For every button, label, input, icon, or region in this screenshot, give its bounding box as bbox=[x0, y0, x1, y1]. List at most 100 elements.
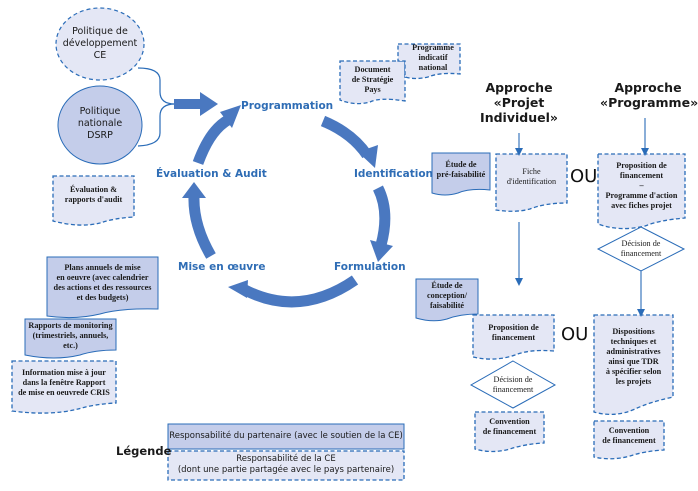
programme-approach-title: Approche «Programme» bbox=[600, 80, 698, 110]
project-agreement-line-1: Convention bbox=[489, 417, 530, 426]
arc-formulation-mise bbox=[242, 275, 359, 308]
arc-mise-evaluation bbox=[188, 195, 216, 259]
programme-proposal-shape bbox=[597, 153, 686, 230]
project-agreement-line-2: de financement bbox=[482, 427, 537, 436]
monitoring-reports-label: Rapports de monitoring (trimestriels, an… bbox=[25, 320, 116, 352]
project-decision-label: Décision de financement bbox=[477, 372, 549, 398]
design-study-line-1: Étude de bbox=[431, 281, 463, 290]
annual-plans-line-1: Plans annuels de mise bbox=[64, 263, 141, 272]
strategy-paper-line-1: Document bbox=[354, 65, 391, 74]
programme-agreement-line-1: Convention bbox=[608, 426, 650, 435]
national-policy-line-1: Politique bbox=[79, 106, 121, 117]
monitoring-reports-line-3: etc.) bbox=[63, 341, 78, 350]
project-decision-line-2: financement bbox=[492, 385, 534, 394]
evaluation-reports-line-2: rapports d'audit bbox=[64, 195, 123, 204]
programme-agreement-label: Convention de financement bbox=[594, 423, 664, 449]
stage-programmation: Programmation bbox=[241, 100, 334, 112]
programme-decision-label: Décision de financement bbox=[605, 236, 677, 262]
ce-policy-line-1: Politique de bbox=[72, 26, 128, 37]
programme-agreement-shape bbox=[593, 420, 665, 460]
or-label-bottom: OU bbox=[561, 324, 589, 345]
prefeasibility-shape bbox=[431, 152, 491, 196]
ce-policy-line-2: développement bbox=[62, 38, 138, 49]
provisions-line-6: les projets bbox=[615, 377, 652, 386]
annual-plans-line-4: et des budgets) bbox=[76, 293, 129, 302]
cris-info-label: Information mise à jour dans la fenêtre … bbox=[12, 366, 116, 400]
design-study-shape bbox=[415, 278, 479, 322]
provisions-label: Dispositions techniques et administrativ… bbox=[594, 325, 673, 389]
cris-info-line-3: de mise en oeuvrede CRIS bbox=[18, 388, 110, 397]
programme-approach-line-1: Approche bbox=[614, 80, 682, 95]
provisions-line-5: à spécifier selon bbox=[605, 367, 662, 376]
identification-sheet-shape bbox=[495, 153, 568, 212]
identification-sheet-line-1: Fiche bbox=[522, 167, 541, 176]
ce-policy-circle bbox=[55, 7, 145, 81]
legend-partner-box bbox=[167, 423, 405, 450]
design-study-line-3: faisabilité bbox=[429, 301, 465, 310]
programme-decision-line-2: financement bbox=[620, 249, 662, 258]
design-study-label: Étude de conception/ faisabilité bbox=[416, 280, 478, 312]
programme-decision-line-1: Décision de bbox=[621, 239, 661, 248]
stage-formulation: Formulation bbox=[334, 261, 406, 273]
prefeasibility-line-2: pré-faisabilité bbox=[436, 170, 486, 179]
project-decision-diamond bbox=[469, 360, 557, 409]
prefeasibility-line-1: Étude de bbox=[445, 160, 477, 169]
evaluation-reports-shape bbox=[52, 175, 135, 226]
legend-ce-line-2: (dont une partie partagée avec le pays p… bbox=[177, 465, 395, 475]
stage-evaluation: Évaluation & Audit bbox=[156, 168, 267, 180]
national-policy-line-3: DSRP bbox=[87, 130, 113, 141]
strategy-paper-line-2: de Stratégie bbox=[351, 75, 394, 84]
ce-policy-label: Politique de développement CE bbox=[58, 26, 142, 62]
cris-info-line-2: dans la fenêtre Rapport bbox=[22, 378, 106, 387]
arrowhead-evaluation bbox=[182, 182, 206, 198]
arrowhead-identification bbox=[358, 145, 378, 168]
arc-evaluation-programmation bbox=[192, 115, 231, 165]
annual-plans-label: Plans annuels de mise en oeuvre (avec ca… bbox=[47, 260, 158, 306]
annual-plans-line-3: des actions et des ressources bbox=[53, 283, 152, 292]
cycle-arrows bbox=[188, 115, 391, 308]
project-proposal-line-1: Proposition de bbox=[488, 323, 539, 332]
arrowhead-programmation bbox=[220, 105, 241, 128]
provisions-line-2: techniques et bbox=[610, 337, 657, 346]
strategy-paper-label: Document de Stratégie Pays bbox=[340, 62, 405, 98]
project-proposal-line-2: financement bbox=[491, 333, 536, 342]
legend-ce-label: Responsabilité de la CE (dont une partie… bbox=[168, 454, 404, 476]
identification-sheet-label: Fiche d'identification bbox=[496, 160, 567, 194]
arrowhead-formulation bbox=[370, 240, 393, 262]
input-arrow bbox=[174, 92, 218, 116]
programme-proposal-line-2: financement bbox=[619, 171, 664, 180]
evaluation-reports-line-1: Évaluation & bbox=[69, 185, 118, 194]
indicative-programme-label: Programme indicatif national bbox=[406, 43, 460, 72]
annual-plans-line-2: en oeuvre (avec calendrier bbox=[56, 273, 149, 282]
legend-ce-line-1: Responsabilité de la CE bbox=[236, 454, 336, 464]
identification-sheet-line-2: d'identification bbox=[506, 177, 557, 186]
project-agreement-shape bbox=[474, 411, 545, 453]
project-proposal-label: Proposition de financement bbox=[473, 319, 554, 347]
programme-proposal-label: Proposition de financement – Programme d… bbox=[598, 158, 685, 214]
provisions-line-1: Dispositions bbox=[612, 327, 655, 336]
strategy-paper-shape bbox=[339, 60, 406, 105]
cris-info-shape bbox=[11, 360, 117, 414]
arc-identification-formulation bbox=[372, 185, 391, 247]
ce-policy-line-3: CE bbox=[93, 50, 107, 61]
prefeasibility-label: Étude de pré-faisabilité bbox=[432, 155, 490, 185]
provisions-line-3: administratives bbox=[606, 347, 661, 356]
programme-proposal-line-4: Programme d'action bbox=[605, 191, 678, 200]
evaluation-reports-label: Évaluation & rapports d'audit bbox=[53, 180, 134, 210]
monitoring-reports-line-2: (trimestriels, annuels, bbox=[32, 331, 109, 340]
annual-plans-shape bbox=[46, 256, 159, 319]
indicative-programme-line-3: national bbox=[418, 63, 448, 72]
design-study-line-2: conception/ bbox=[426, 291, 468, 300]
project-approach-line-3: Individuel» bbox=[480, 110, 558, 125]
national-policy-circle bbox=[57, 85, 143, 165]
project-approach-title: Approche «Projet Individuel» bbox=[478, 80, 560, 125]
national-policy-line-2: nationale bbox=[77, 118, 123, 129]
strategy-paper-line-3: Pays bbox=[364, 85, 381, 94]
provisions-line-4: ainsi que TDR bbox=[608, 357, 659, 366]
indicative-programme-shape bbox=[397, 43, 461, 80]
project-approach-line-2: «Projet bbox=[493, 95, 545, 110]
project-decision-line-1: Décision de bbox=[493, 375, 533, 384]
policy-brace bbox=[137, 67, 176, 147]
project-agreement-label: Convention de financement bbox=[475, 414, 544, 440]
